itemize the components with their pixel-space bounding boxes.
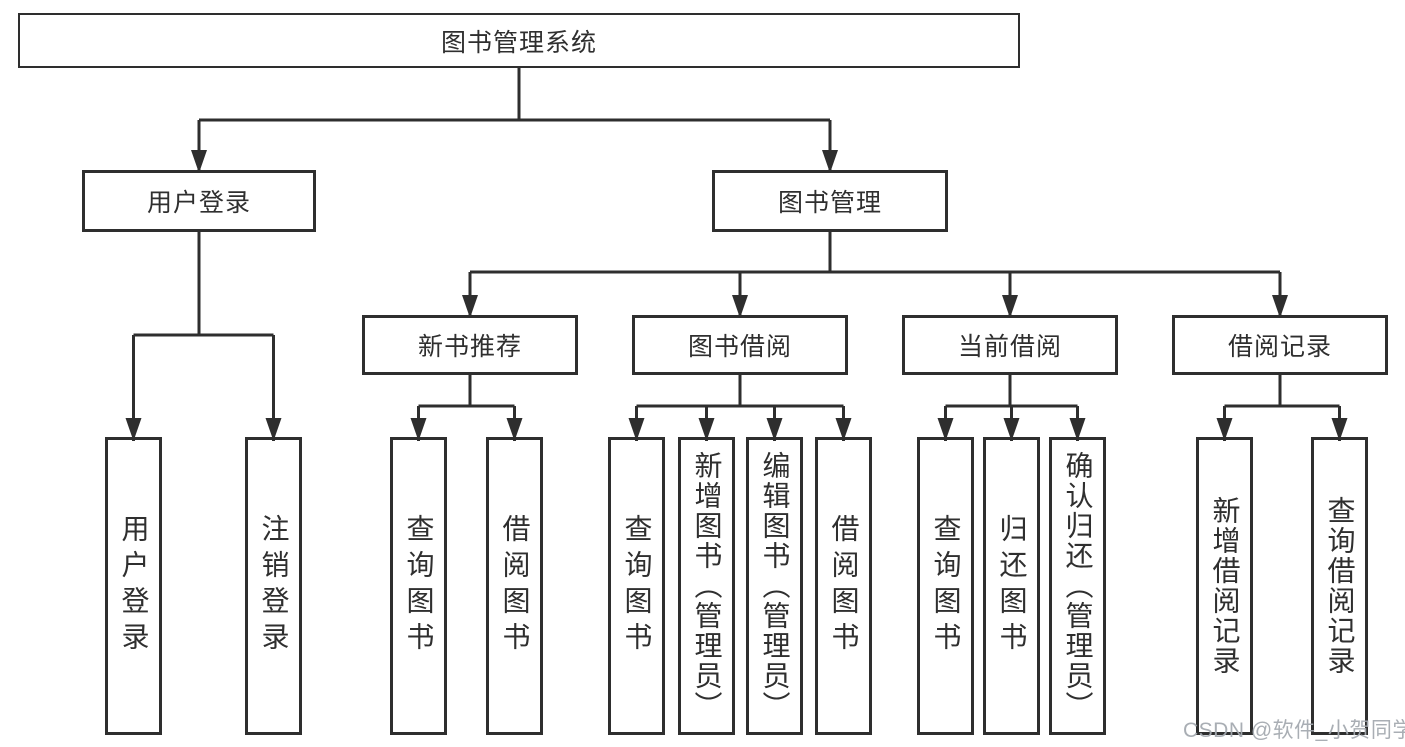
node-label: 用户登录	[146, 189, 251, 217]
leaf-label: 查询图书	[403, 514, 435, 658]
node-label: 新书推荐	[417, 333, 522, 361]
node-borrow-records: 借阅记录	[1172, 315, 1388, 375]
node-label: 图书管理系统	[440, 28, 597, 57]
leaf-current-query-books: 查询图书	[917, 437, 974, 735]
node-label: 借阅记录	[1227, 333, 1332, 361]
node-label: 图书管理	[777, 189, 882, 217]
leaf-borrow-book: 借阅图书	[815, 437, 872, 735]
leaf-label: 查询借阅记录	[1324, 496, 1356, 676]
node-book-management: 图书管理	[712, 170, 948, 232]
leaf-borrow-query-books: 查询图书	[608, 437, 665, 735]
leaf-label: 用户登录	[118, 514, 150, 658]
leaf-label: 确认归还（管理员）	[1062, 451, 1094, 721]
node-user-login: 用户登录	[82, 170, 316, 232]
leaf-confirm-return-admin: 确认归还（管理员）	[1049, 437, 1106, 735]
connector-book-borrow-spine	[636, 374, 844, 408]
connector-user-login-spine	[133, 231, 274, 337]
leaf-logout: 注销登录	[245, 437, 302, 735]
node-root-library-system: 图书管理系统	[18, 13, 1020, 68]
connector-borrow-records-spine	[1224, 374, 1340, 408]
leaf-edit-book-admin: 编辑图书（管理员）	[746, 437, 803, 735]
connector-new-book-spine	[418, 374, 515, 408]
leaf-recommend-borrow-books: 借阅图书	[486, 437, 543, 735]
csdn-watermark: CSDN @软件_小贺同学	[1183, 719, 1405, 742]
leaf-query-borrow-record: 查询借阅记录	[1311, 437, 1368, 735]
leaf-label: 查询图书	[930, 514, 962, 658]
leaf-recommend-query-books: 查询图书	[390, 437, 447, 735]
leaf-label: 新增图书（管理员）	[691, 451, 723, 721]
leaf-label: 编辑图书（管理员）	[759, 451, 791, 721]
leaf-return-books: 归还图书	[983, 437, 1040, 735]
leaf-add-book-admin: 新增图书（管理员）	[678, 437, 735, 735]
node-book-borrow: 图书借阅	[632, 315, 848, 375]
leaf-label: 借阅图书	[828, 514, 860, 658]
leaf-label: 注销登录	[258, 514, 290, 658]
connector-current-borrow-spine	[945, 374, 1078, 408]
leaf-add-borrow-record: 新增借阅记录	[1196, 437, 1253, 735]
node-current-borrow: 当前借阅	[902, 315, 1118, 375]
leaf-label: 借阅图书	[499, 514, 531, 658]
leaf-user-login: 用户登录	[105, 437, 162, 735]
connector-root-spine	[199, 68, 830, 122]
leaf-label: 新增借阅记录	[1209, 496, 1241, 676]
connector-book-management-spine	[470, 231, 1280, 274]
node-new-book-recommend: 新书推荐	[362, 315, 578, 375]
leaf-label: 查询图书	[621, 514, 653, 658]
node-label: 图书借阅	[687, 333, 792, 361]
leaf-label: 归还图书	[996, 514, 1028, 658]
node-label: 当前借阅	[957, 333, 1062, 361]
